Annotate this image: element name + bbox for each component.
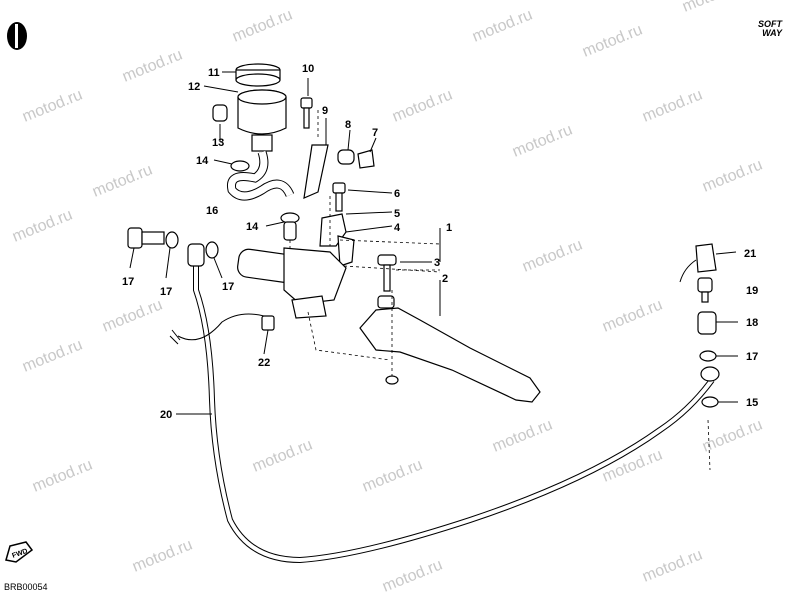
master-cylinder [237,247,347,319]
bleeder [697,277,713,303]
callout-1: 1 [446,222,452,234]
brand-logo-line2: WAY [762,28,782,38]
adapter [697,311,717,335]
callout-17-c: 17 [746,351,758,363]
callout-4: 4 [394,222,401,234]
callout-15: 16 [206,205,218,217]
clutch-lever [359,295,541,403]
washer [165,231,179,249]
hose-clamp [230,160,250,172]
callout-19: 18 [746,317,758,329]
reservoir [237,89,287,152]
clutch-hose [187,243,720,564]
callout-3: 3 [434,257,440,269]
callout-17-d: 15 [746,397,758,409]
callout-7: 7 [372,127,378,139]
pivot-bolt [377,254,397,292]
assembly-line [707,419,711,471]
callout-17-b: 17 [222,281,234,293]
grommet [212,104,228,122]
reservoir-hose [227,150,295,201]
callout-20: 19 [746,285,758,297]
nut [357,149,375,169]
callout-14: 14 [196,155,209,167]
hose-nipple [283,221,297,241]
washer [699,350,717,362]
callout-11: 11 [208,67,220,79]
reservoir-cap [235,63,281,87]
callout-8: 8 [345,119,351,131]
brand-logo: SOFT WAY [758,20,782,38]
handlebar-clamp [319,213,355,267]
screw [332,182,346,212]
banjo-bolt [127,227,165,249]
screw [300,97,313,129]
callout-2: 2 [442,273,448,285]
callout-6: 6 [394,188,400,200]
reference-code: BRB00054 [4,582,48,592]
clutch-switch [169,313,275,345]
assembly-line [289,110,441,376]
callout-16: 17 [122,276,134,288]
leader-lines [129,71,738,415]
callout-5: 5 [394,208,400,220]
washer [205,241,219,259]
brand-logo-line1: SOFT [758,19,782,29]
callout-22: 22 [258,357,270,369]
corner-emblem-icon [7,22,27,50]
callout-21: 21 [744,248,756,260]
washer [701,396,719,408]
forward-arrow-icon: FWD [5,541,34,563]
bushing [337,149,355,165]
callout-12: 12 [188,81,200,93]
callout-10: 10 [302,63,314,75]
callout-13: 13 [212,137,224,149]
callout-18: 20 [160,409,172,421]
callout-14-lower: 14 [246,221,259,233]
bracket [303,144,329,199]
callout-9: 9 [322,105,328,117]
callout-17-a: 17 [160,286,172,298]
cover [679,243,717,283]
